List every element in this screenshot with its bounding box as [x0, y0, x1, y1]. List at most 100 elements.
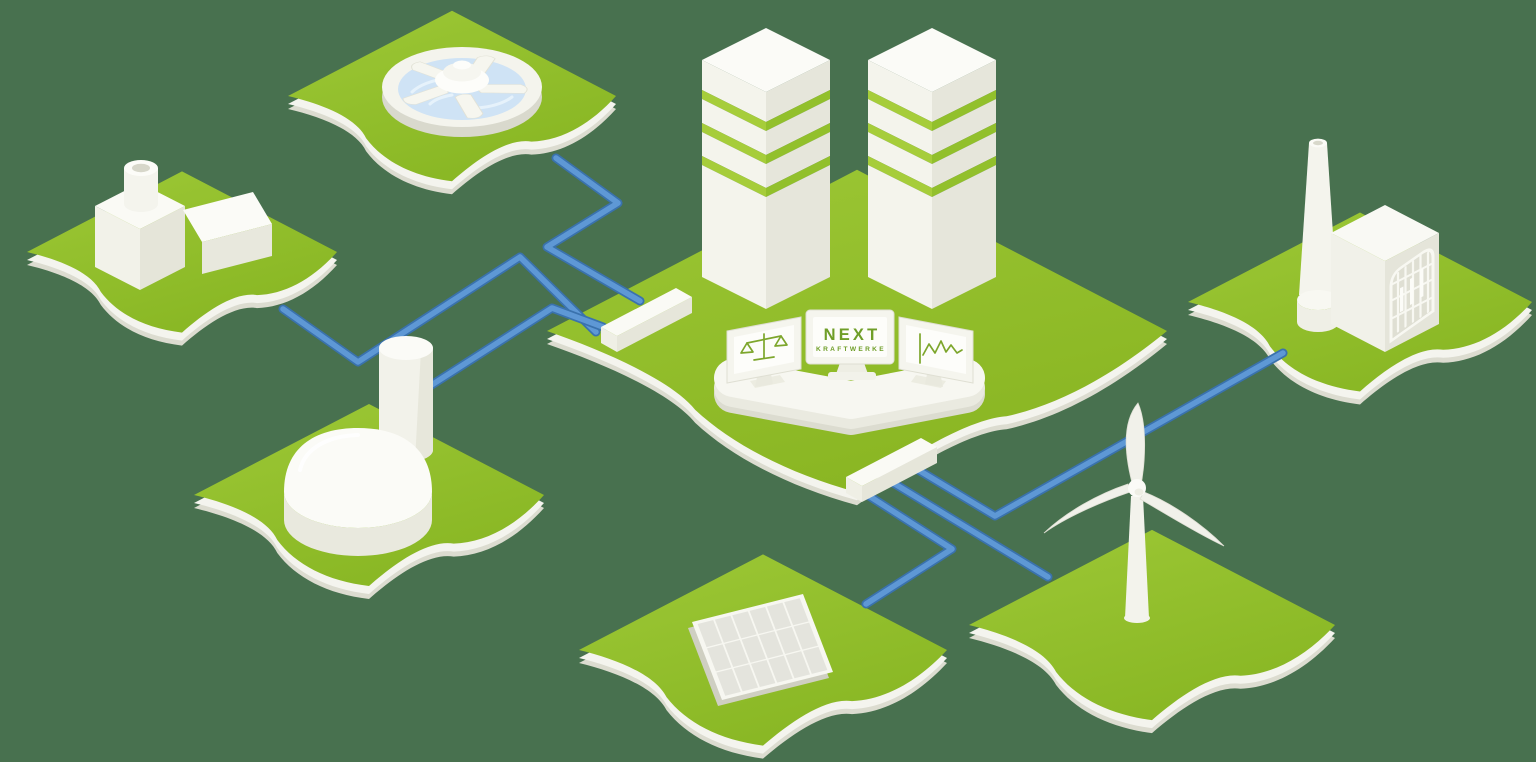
server-tower-right [868, 28, 996, 309]
solar-cell [697, 620, 723, 648]
tower-stripe-left [702, 123, 766, 164]
scales-icon [740, 333, 788, 361]
tower-face-right [766, 165, 830, 309]
chart-monitor [898, 316, 974, 384]
line-chart-icon [919, 333, 963, 364]
monitor-base-center [828, 372, 876, 380]
tile-top [969, 529, 1335, 721]
tower-face-right [766, 99, 830, 155]
solar-cell [768, 655, 793, 683]
tower-stripe-right [766, 156, 830, 197]
tower-stripe-left [868, 123, 932, 164]
solar-cell [784, 598, 809, 626]
tower-face-right [932, 165, 996, 309]
blade-up [1125, 402, 1146, 491]
brand-monitor: NEXT KRAFTWERKE [805, 309, 895, 365]
tower-stripe-right [932, 90, 996, 131]
cable-outline [542, 153, 645, 306]
solar-panel-grid [697, 598, 828, 696]
tower-face-left [702, 132, 766, 188]
tower-stripe-left [702, 156, 766, 197]
biogas-dome-wall [284, 492, 432, 556]
window-pipes [1400, 268, 1424, 313]
solar-cell [714, 615, 740, 643]
next-kraftwerke-logo: NEXT KRAFTWERKE [816, 326, 886, 353]
solar-cell [749, 606, 775, 634]
tower-face-left [868, 99, 932, 155]
control-desk: NEXT KRAFTWERKE [714, 309, 985, 435]
tower-stripe-right [766, 123, 830, 164]
tower-face-right [932, 99, 996, 155]
cable-core [544, 155, 643, 304]
tower-stripe-right [766, 90, 830, 131]
monitor-stand-right [925, 374, 943, 387]
solar-cell [733, 664, 759, 692]
tower-face-left [702, 99, 766, 155]
wind-turbine-icon [1043, 402, 1225, 547]
solar-plant [688, 594, 833, 706]
cable-core [427, 305, 606, 389]
tower-face-right [932, 132, 996, 188]
turbine-mast [1125, 496, 1149, 618]
solar-cell [766, 602, 792, 630]
junction-box-south [846, 438, 937, 502]
cable-core [863, 491, 955, 607]
tower-stripe-left [868, 90, 932, 131]
solar-cell [750, 660, 776, 688]
cable-biogas-to-control-center [425, 303, 608, 391]
tower-stripe-left [702, 90, 766, 131]
balance-monitor [726, 316, 802, 384]
cable-wind-to-control-center [885, 476, 1053, 582]
plant-left-face [1331, 233, 1385, 352]
factory-annex-roof [183, 192, 272, 242]
solar-cell [793, 622, 818, 650]
brand-line1: NEXT [824, 326, 881, 344]
cable-solar-to-control-center [861, 489, 957, 609]
plant-chimney [1299, 143, 1337, 295]
blade-left [1043, 483, 1131, 534]
factory-chimney [124, 168, 158, 212]
turbine-blade [454, 94, 484, 119]
factory [95, 160, 272, 290]
tower-face-left [868, 60, 932, 122]
tower-face-left [868, 165, 932, 309]
biogas-dome [284, 428, 432, 528]
tower-face-right [932, 60, 996, 122]
biogas-plant [284, 336, 433, 556]
tower-face-right [766, 132, 830, 188]
tower-face-left [702, 60, 766, 122]
factory-main-right [140, 206, 185, 290]
hydropower-plant [382, 47, 542, 137]
plant-chimney-collar [1297, 300, 1339, 332]
junction-box-west [601, 288, 692, 352]
industrial-power-plant [1297, 138, 1439, 352]
solar-cell [706, 644, 732, 672]
wind-turbine [1043, 402, 1225, 623]
cable-factory-to-control-center [278, 252, 601, 367]
factory-annex-front [202, 224, 272, 274]
solar-cell [785, 651, 811, 679]
brand-line2: KRAFTWERKE [816, 346, 886, 353]
solar-cell [758, 631, 784, 659]
solar-cell [802, 646, 828, 674]
blade-right [1139, 491, 1225, 547]
tower-face-left [868, 132, 932, 188]
factory-main-left [95, 206, 140, 290]
cable-core [912, 350, 1286, 519]
tower-top [868, 28, 996, 92]
tower-stripe-left [868, 156, 932, 197]
tile-wind [969, 529, 1335, 734]
tower-face-right [766, 60, 830, 122]
power-cables [278, 153, 1288, 609]
tower-face-left [702, 165, 766, 309]
cable-core [887, 478, 1051, 580]
cable-industry-to-control-center [910, 348, 1288, 521]
cable-hydro-to-control-center [542, 153, 645, 306]
solar-cell [724, 640, 749, 668]
solar-cell [716, 668, 741, 696]
power-station-icon [1331, 205, 1439, 352]
server-tower-left [702, 28, 830, 309]
tower-stripe-right [932, 156, 996, 197]
